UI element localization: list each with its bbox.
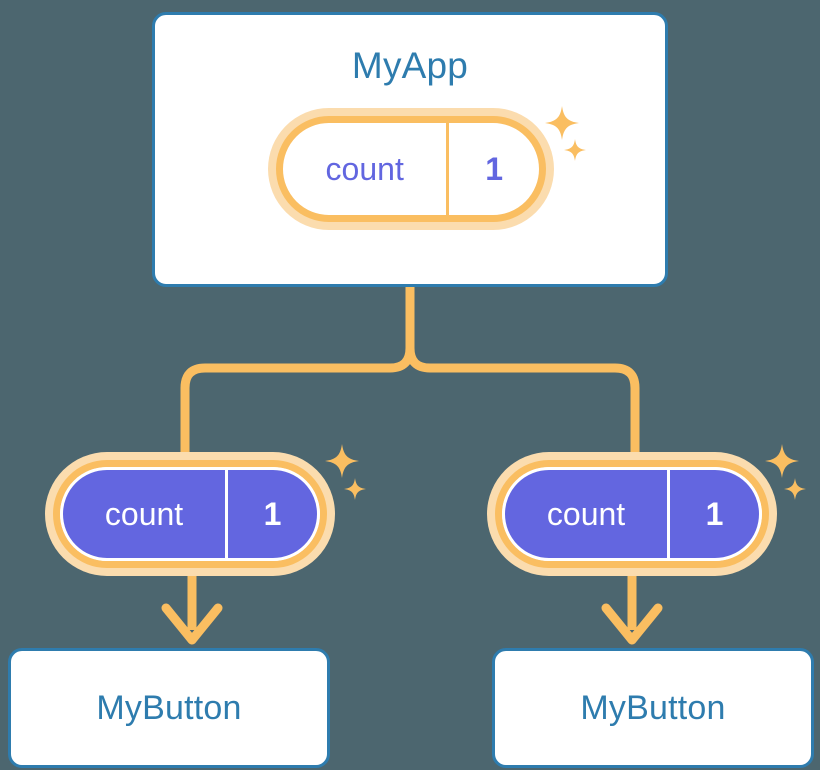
state-pill-left-body: count 1 — [53, 460, 327, 568]
state-pill-right-value: 1 — [705, 495, 724, 532]
sparkle-icon-large — [325, 444, 359, 478]
connector-right-branch — [405, 282, 640, 457]
mybutton-card-right[interactable]: MyButton — [492, 648, 814, 768]
mybutton-card-left[interactable]: MyButton — [8, 648, 330, 768]
state-pill-right[interactable]: count 1 — [487, 452, 777, 576]
arrow-head-left — [161, 603, 223, 645]
sparkle-icon-large — [765, 444, 799, 478]
state-pill-myapp[interactable]: count 1 — [268, 108, 554, 230]
state-pill-right-body: count 1 — [495, 460, 769, 568]
connector-left-branch — [180, 282, 415, 457]
mybutton-card-left-title: MyButton — [96, 688, 242, 727]
mybutton-card-right-title: MyButton — [580, 688, 726, 727]
state-pill-left-fill: count 1 — [60, 467, 320, 561]
state-pill-left-value: 1 — [263, 495, 282, 532]
sparkle-icon-small — [344, 478, 366, 500]
state-pill-body: count 1 — [276, 116, 546, 222]
state-pill-value: 1 — [485, 150, 504, 187]
arrow-head-right — [601, 603, 663, 645]
state-pill-right-fill: count 1 — [502, 467, 762, 561]
state-pill-key: count — [283, 123, 450, 215]
myapp-card-title: MyApp — [351, 45, 469, 86]
state-pill-right-key: count — [505, 470, 671, 558]
state-pill-left-key: count — [63, 470, 229, 558]
state-pill-left[interactable]: count 1 — [45, 452, 335, 576]
sparkle-icon-small — [784, 478, 806, 500]
